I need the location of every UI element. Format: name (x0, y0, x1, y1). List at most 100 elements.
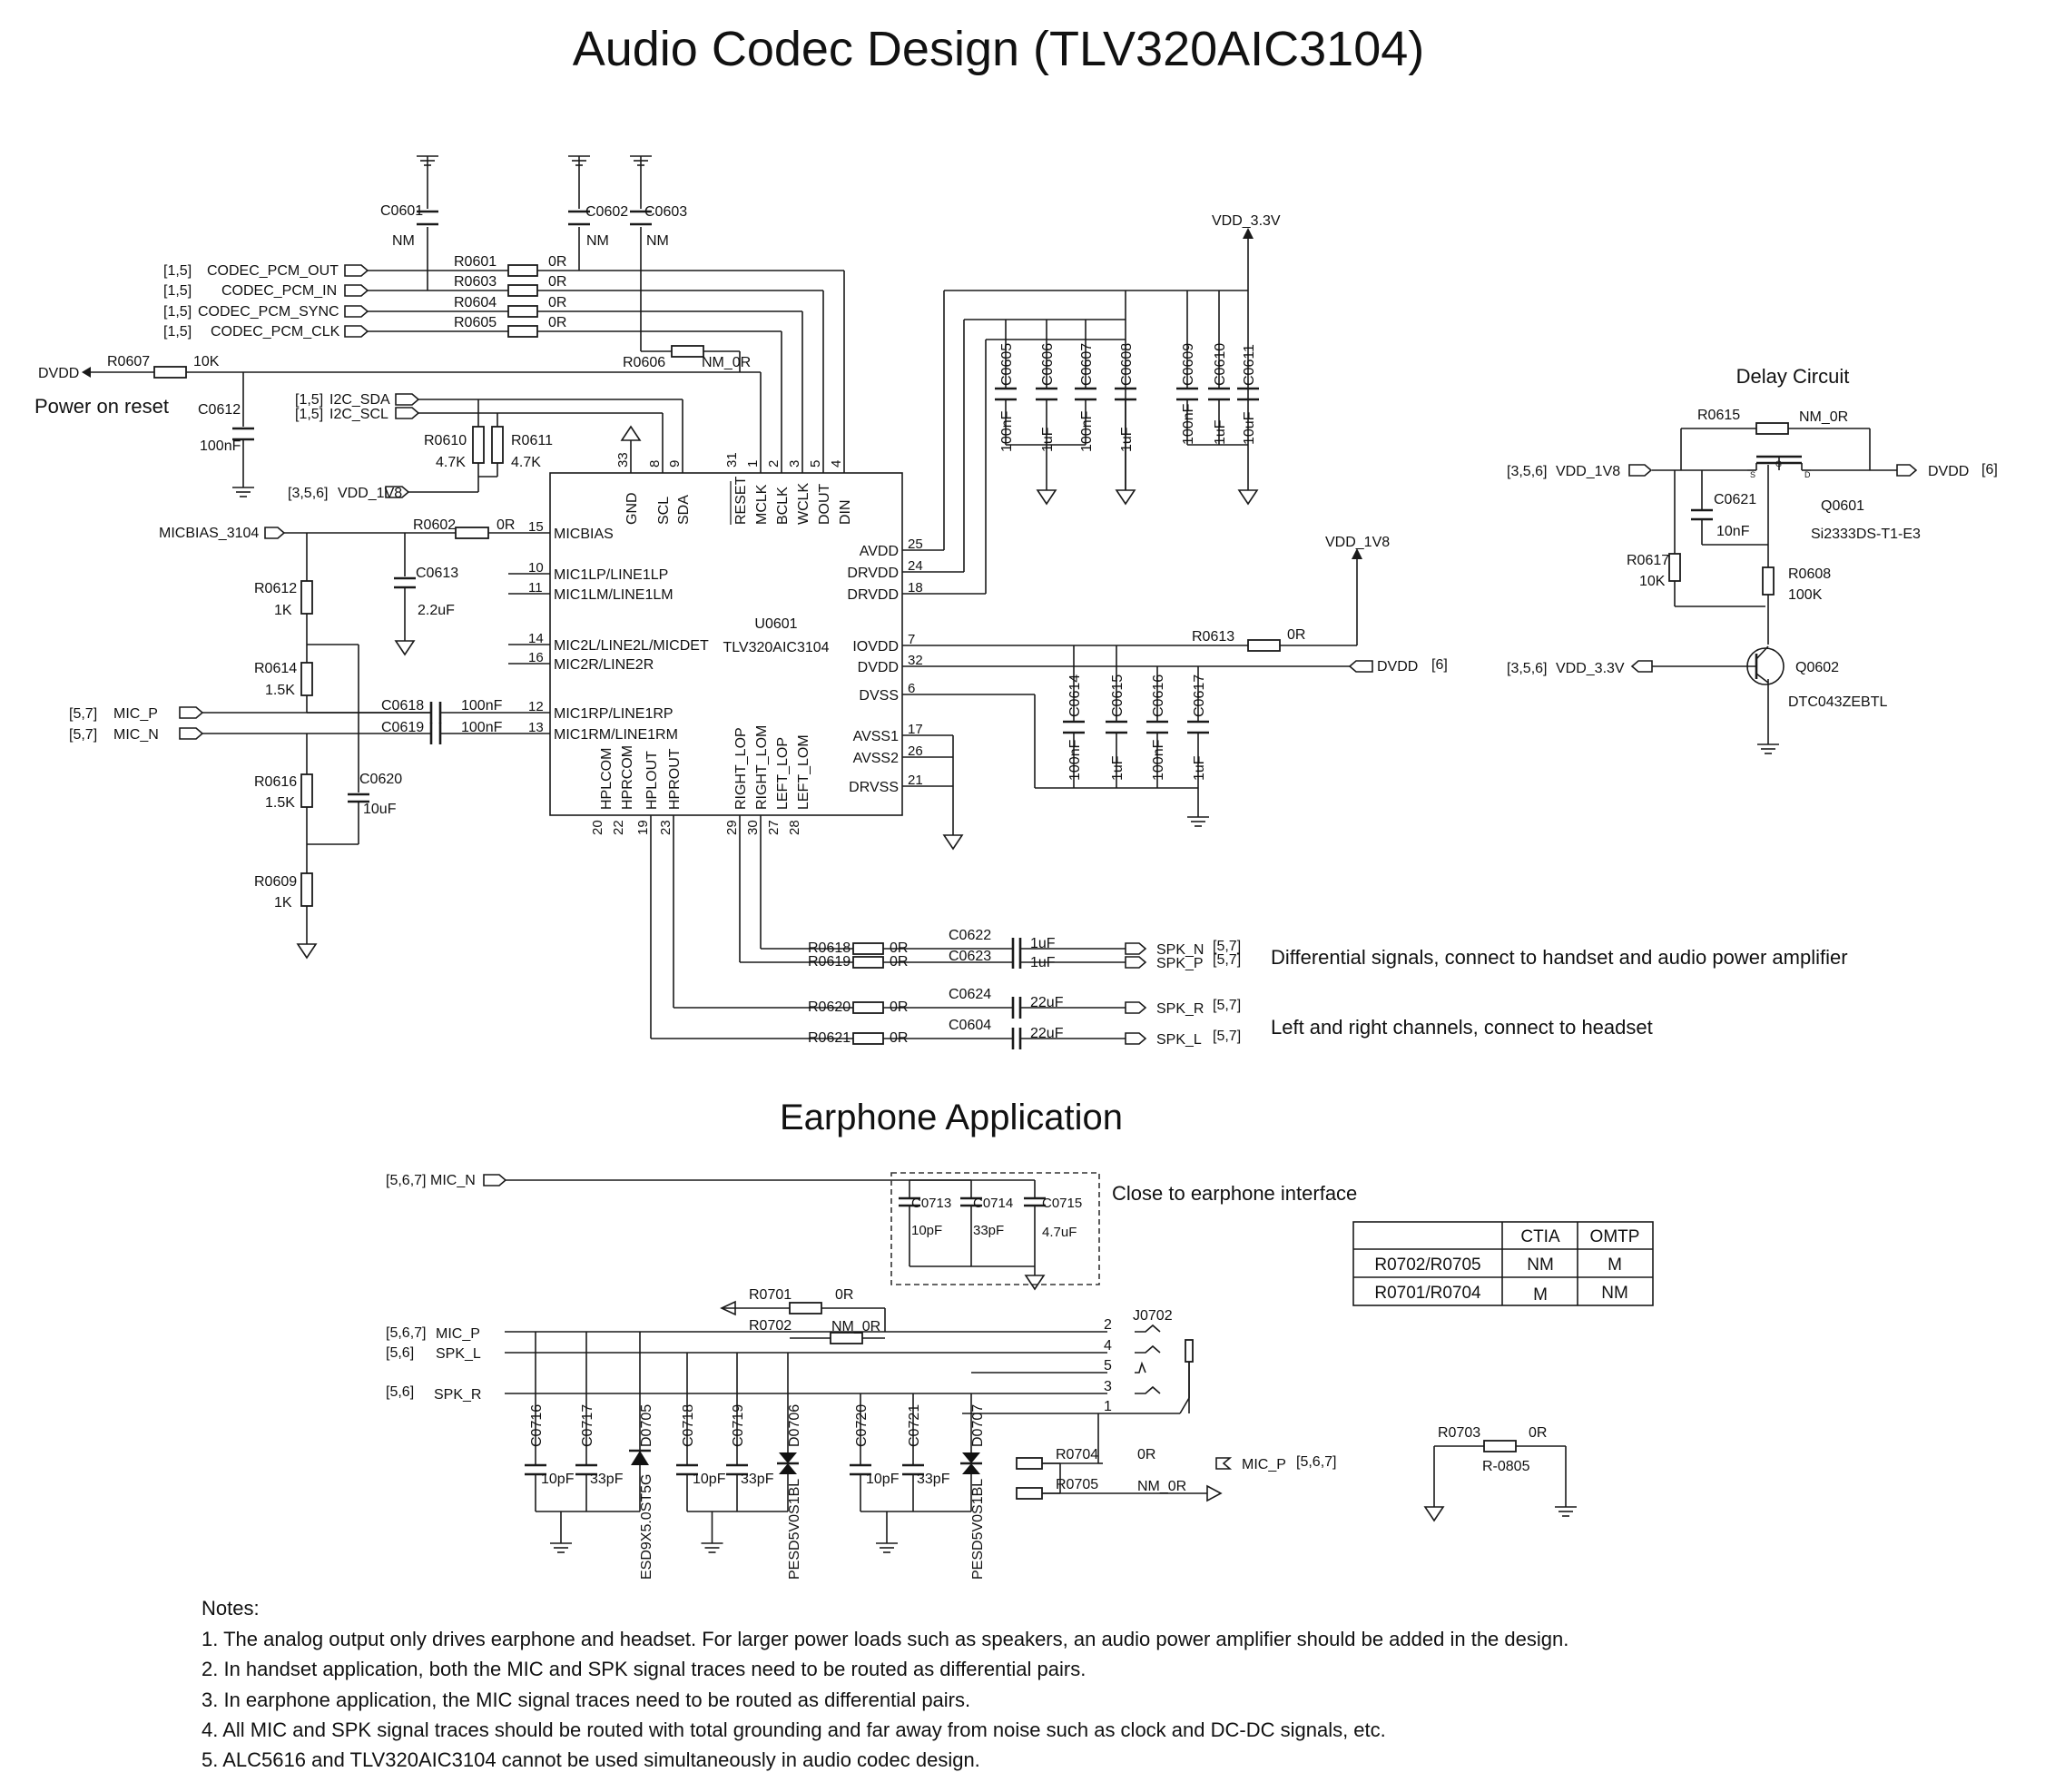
svg-text:10uF: 10uF (363, 802, 397, 817)
svg-text:1K: 1K (274, 603, 292, 618)
chip-pin-name: AVSS2 (853, 751, 900, 766)
output-parts (852, 938, 1147, 1049)
esd-cap-val: 10pF (541, 1472, 575, 1487)
svg-text:R0612: R0612 (254, 581, 297, 596)
svg-text:33pF: 33pF (973, 1223, 1004, 1238)
svg-text:[5,7]: [5,7] (69, 706, 97, 722)
svg-text:DVDD: DVDD (38, 366, 79, 381)
svg-text:CODEC_PCM_SYNC: CODEC_PCM_SYNC (198, 304, 339, 320)
chip-pin-number: 19 (635, 820, 651, 835)
svg-text:NM: NM (392, 233, 415, 249)
svg-text:R0605: R0605 (454, 315, 497, 330)
svg-text:10pF: 10pF (911, 1223, 942, 1238)
chip-pin-name: MIC1LP/LINE1LP (554, 567, 668, 583)
chip-pin-name: LEFT_LOM (796, 734, 811, 810)
chip-pin-name: DVSS (859, 688, 899, 704)
svg-text:MIC_P: MIC_P (113, 706, 158, 722)
delay-wires (1652, 428, 1897, 744)
svg-text:R0703: R0703 (1438, 1425, 1480, 1441)
svg-text:R0607: R0607 (107, 354, 150, 369)
chip-pin-number: 12 (528, 699, 544, 714)
svg-text:[5,6,7]: [5,6,7] (386, 1173, 426, 1188)
svg-text:R0604: R0604 (454, 295, 497, 310)
mic-parts (179, 527, 489, 960)
svg-text:0R: 0R (548, 315, 566, 330)
supply-wires (902, 238, 1358, 835)
svg-text:Close to earphone interface: Close to earphone interface (1112, 1182, 1357, 1205)
svg-text:[3,5,6]: [3,5,6] (1507, 464, 1547, 479)
chip-pin-number: 8 (647, 460, 663, 468)
esd-ground-icon (701, 1542, 723, 1553)
note-item: 4. All MIC and SPK signal traces should … (202, 1718, 1386, 1741)
svg-text:R0613: R0613 (1192, 629, 1234, 645)
supply-caps (942, 228, 1373, 851)
svg-text:Q0601: Q0601 (1821, 498, 1864, 514)
svg-text:R0611: R0611 (511, 433, 553, 448)
chip-pin-name: SCL (656, 497, 672, 525)
chip-pin-name: DRVSS (849, 780, 899, 795)
svg-text:R0616: R0616 (254, 774, 297, 790)
cap-ref: C0605 (999, 343, 1015, 386)
svg-text:10K: 10K (1639, 574, 1666, 589)
cap-value: 100nF (1067, 739, 1083, 781)
chip-pin-number: 25 (908, 537, 923, 552)
svg-text:0R: 0R (497, 517, 515, 533)
svg-text:VDD_3.3V: VDD_3.3V (1556, 661, 1625, 676)
svg-text:C0613: C0613 (416, 566, 458, 581)
svg-text:[3,5,6]: [3,5,6] (1507, 661, 1547, 676)
lr-note: Left and right channels, connect to head… (1271, 1016, 1653, 1039)
table-cell: R0701/R0704 (1374, 1284, 1481, 1303)
svg-text:3: 3 (1104, 1379, 1112, 1394)
output-res-ref: R0618 (808, 940, 851, 956)
earphone-parts (483, 1172, 1578, 1522)
svg-text:0R: 0R (548, 295, 566, 310)
chip-pin-number: 9 (667, 460, 683, 468)
svg-text:MIC_P: MIC_P (1242, 1457, 1286, 1472)
chip-pin-number: 23 (658, 820, 674, 835)
esd-cap-ref: C0718 (681, 1404, 696, 1447)
svg-text:S: S (1750, 470, 1755, 479)
svg-text:0R: 0R (548, 254, 566, 270)
svg-text:R0701: R0701 (749, 1287, 792, 1303)
output-res-ref: R0621 (808, 1030, 851, 1046)
esd-diode-ref: D0705 (639, 1404, 654, 1447)
svg-text:R-0805: R-0805 (1482, 1459, 1530, 1474)
chip-pin-name: BCLK (775, 487, 791, 525)
svg-text:J0702: J0702 (1133, 1308, 1173, 1324)
chip-pin-name: MIC1LM/LINE1LM (554, 587, 674, 603)
output-res-val: 0R (890, 999, 908, 1015)
chip-pin-name: HPLCOM (599, 748, 615, 810)
page-title: Audio Codec Design (TLV320AIC3104) (573, 22, 1425, 76)
esd-cap-ref: C0717 (580, 1404, 595, 1447)
svg-text:10K: 10K (193, 354, 220, 369)
esd-cap-val: 10pF (866, 1472, 900, 1487)
esd-cap-ref: C0721 (907, 1404, 922, 1447)
output-cap-ref: C0624 (949, 987, 991, 1002)
chip-pin-number: 33 (615, 452, 631, 468)
svg-text:C0620: C0620 (359, 772, 402, 787)
table-cell: NM (1601, 1284, 1628, 1303)
esd-diode-icon (962, 1452, 980, 1463)
svg-text:NM_0R: NM_0R (1799, 409, 1848, 425)
output-sheet: [5,7] (1213, 1029, 1241, 1044)
svg-text:R0609: R0609 (254, 874, 297, 890)
svg-text:R0704: R0704 (1056, 1447, 1098, 1462)
cap-ref: C0611 (1242, 344, 1257, 386)
cap-ref: C0610 (1213, 343, 1228, 386)
svg-text:1: 1 (1104, 1399, 1112, 1414)
svg-text:C0602: C0602 (585, 204, 628, 220)
svg-text:D: D (1804, 470, 1811, 479)
svg-text:MICBIAS_3104: MICBIAS_3104 (159, 526, 259, 541)
chip-part: TLV320AIC3104 (723, 640, 829, 655)
esd-cap-val: 33pF (590, 1472, 624, 1487)
chip-pin-name: DRVDD (847, 587, 899, 603)
chip-pin-number: 3 (787, 460, 802, 468)
svg-text:I2C_SDA: I2C_SDA (329, 392, 390, 408)
svg-text:[5,6]: [5,6] (386, 1384, 414, 1400)
chip-pin-name: WCLK (796, 482, 811, 525)
svg-text:CODEC_PCM_IN: CODEC_PCM_IN (221, 283, 337, 299)
output-wires (650, 815, 1126, 1039)
svg-text:NM: NM (646, 233, 669, 249)
chip-pin-number: 14 (528, 631, 544, 646)
